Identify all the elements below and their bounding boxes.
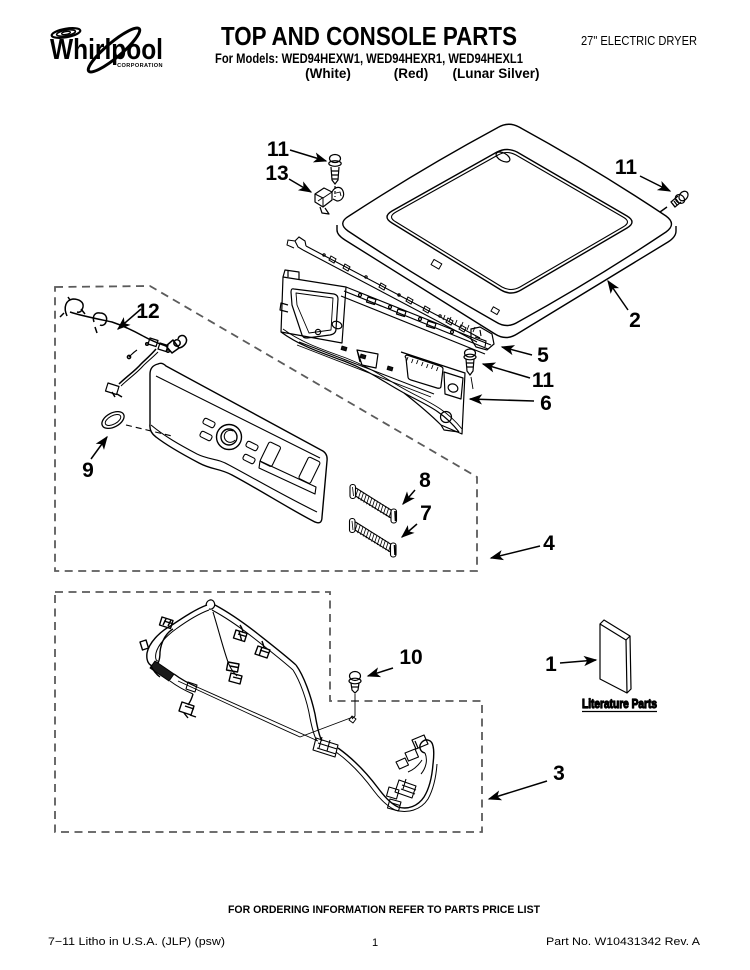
svg-text:7: 7 xyxy=(420,502,432,525)
svg-text:10: 10 xyxy=(399,646,422,669)
svg-text:TOP AND CONSOLE PARTS: TOP AND CONSOLE PARTS xyxy=(221,23,517,51)
svg-text:For Models: WED94HEXW1, WED94H: For Models: WED94HEXW1, WED94HEXR1, WED9… xyxy=(215,51,523,66)
svg-text:5: 5 xyxy=(537,344,549,367)
svg-text:11: 11 xyxy=(532,369,555,392)
svg-text:Literature Parts: Literature Parts xyxy=(582,697,657,711)
svg-text:Whirlpool: Whirlpool xyxy=(50,34,163,66)
svg-text:(White): (White) xyxy=(305,66,351,81)
svg-text:8: 8 xyxy=(419,469,431,492)
svg-text:1: 1 xyxy=(545,653,557,676)
svg-text:6: 6 xyxy=(540,392,552,415)
svg-text:13: 13 xyxy=(265,162,288,185)
svg-text:Part No. W10431342 Rev. A: Part No. W10431342 Rev. A xyxy=(546,936,701,948)
svg-text:7−11 Litho in U.S.A. (JLP) (ps: 7−11 Litho in U.S.A. (JLP) (psw) xyxy=(48,936,225,948)
svg-text:2: 2 xyxy=(629,309,641,332)
svg-text:(Red): (Red) xyxy=(394,66,429,81)
svg-text:CORPORATION: CORPORATION xyxy=(117,63,163,69)
svg-text:9: 9 xyxy=(82,459,94,482)
svg-text:4: 4 xyxy=(543,532,555,555)
svg-text:3: 3 xyxy=(553,762,565,785)
svg-text:FOR ORDERING INFORMATION REFER: FOR ORDERING INFORMATION REFER TO PARTS … xyxy=(228,904,540,916)
svg-text:27" ELECTRIC DRYER: 27" ELECTRIC DRYER xyxy=(581,33,697,48)
svg-text:11: 11 xyxy=(615,156,638,179)
svg-text:1: 1 xyxy=(372,937,378,949)
svg-text:11: 11 xyxy=(267,138,290,161)
svg-text:12: 12 xyxy=(136,300,159,323)
svg-text:(Lunar Silver): (Lunar Silver) xyxy=(452,66,539,81)
